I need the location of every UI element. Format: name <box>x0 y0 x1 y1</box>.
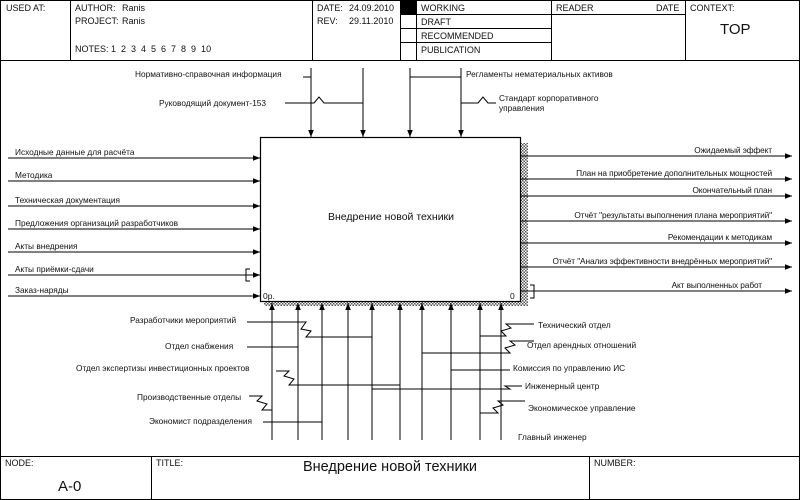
notes-label: NOTES: <box>75 44 109 54</box>
mechanism-left-1: Разработчики мероприятий <box>130 315 237 325</box>
mechanism-right-4: Инженерный центр <box>525 381 600 391</box>
status-draft: DRAFT <box>421 17 451 27</box>
control-label-4b: управления <box>499 103 544 113</box>
input-label-6: Акты приёмки-сдачи <box>15 264 94 274</box>
notes-numbers: 1 2 3 4 5 6 7 8 9 10 <box>111 44 211 54</box>
footer-node-value: A-0 <box>58 478 81 495</box>
mechanism-right-6: Главный инженер <box>518 432 587 442</box>
status-publication: PUBLICATION <box>421 45 480 55</box>
output-label-2: План на приобретение дополнительных мощн… <box>576 168 772 178</box>
footer-number-label: NUMBER: <box>594 458 636 468</box>
input-arrows <box>8 155 260 299</box>
control-label-4a: Стандарт корпоративного <box>499 93 599 103</box>
control-label-2: Руководящий документ-153 <box>159 98 266 108</box>
input-label-3: Техническая документация <box>15 195 120 205</box>
activity-cost: 0р. <box>263 291 275 301</box>
mechanism-left-2: Отдел снабжения <box>165 341 233 351</box>
status-recommended: RECOMMENDED <box>421 31 494 41</box>
mechanism-left-4: Производственные отделы <box>137 392 241 402</box>
date-label: DATE: <box>317 3 343 13</box>
mechanism-right-3: Комиссия по управлению ИС <box>513 363 625 373</box>
output-label-4: Отчёт "результаты выполнения плана мероп… <box>574 210 772 220</box>
rev-label: REV: <box>317 16 338 26</box>
footer-title-label: TITLE: <box>156 458 183 468</box>
output-label-7: Акт выполненных работ <box>672 280 763 290</box>
mechanism-left-5: Экономист подразделения <box>149 416 252 426</box>
output-arrows <box>521 153 792 299</box>
context-label: CONTEXT: <box>690 3 735 13</box>
input-label-5: Акты внедрения <box>15 241 78 251</box>
rev-value: 29.11.2010 <box>349 16 393 26</box>
output-label-6: Отчёт "Анализ эффективности внедрённых м… <box>553 256 773 266</box>
date-value: 24.09.2010 <box>349 3 394 13</box>
footer-title-value: Внедрение новой техники <box>303 459 477 475</box>
control-arrows <box>285 68 496 137</box>
control-label-3: Регламенты нематериальных активов <box>466 69 613 79</box>
used-at-label: USED AT: <box>6 3 45 13</box>
project-value: Ranis <box>122 16 146 26</box>
context-value: TOP <box>720 21 751 38</box>
activity-name: Внедрение новой техники <box>328 211 454 223</box>
project-label: PROJECT: <box>75 16 119 26</box>
input-label-4: Предложения организаций разработчиков <box>15 218 179 228</box>
input-label-2: Методика <box>15 170 53 180</box>
mechanism-left-3: Отдел экспертизы инвестиционных проектов <box>76 363 250 373</box>
activity-number: 0 <box>510 291 515 301</box>
mechanism-right-2: Отдел арендных отношений <box>527 340 636 350</box>
reader-date-label: DATE <box>656 3 679 13</box>
output-label-5: Рекомендации к методикам <box>668 232 773 242</box>
mechanism-right-5: Экономическое управление <box>528 403 636 413</box>
input-label-7: Заказ-наряды <box>15 285 69 295</box>
footer-node-label: NODE: <box>5 458 34 468</box>
mechanism-right-1: Технический отдел <box>538 320 611 330</box>
control-label-1: Нормативно-справочная информация <box>135 69 282 79</box>
author-label: AUTHOR: <box>75 3 116 13</box>
mechanism-arrows <box>247 303 534 440</box>
activity-box[interactable] <box>259 136 522 303</box>
output-label-1: Ожидаемый эффект <box>694 145 772 155</box>
status-working: WORKING <box>421 3 465 13</box>
reader-label: READER <box>556 3 594 13</box>
output-label-3: Окончательный план <box>692 185 772 195</box>
author-value: Ranis <box>122 3 146 13</box>
input-label-1: Исходные данные для расчёта <box>15 147 135 157</box>
footer-frame <box>0 456 800 500</box>
